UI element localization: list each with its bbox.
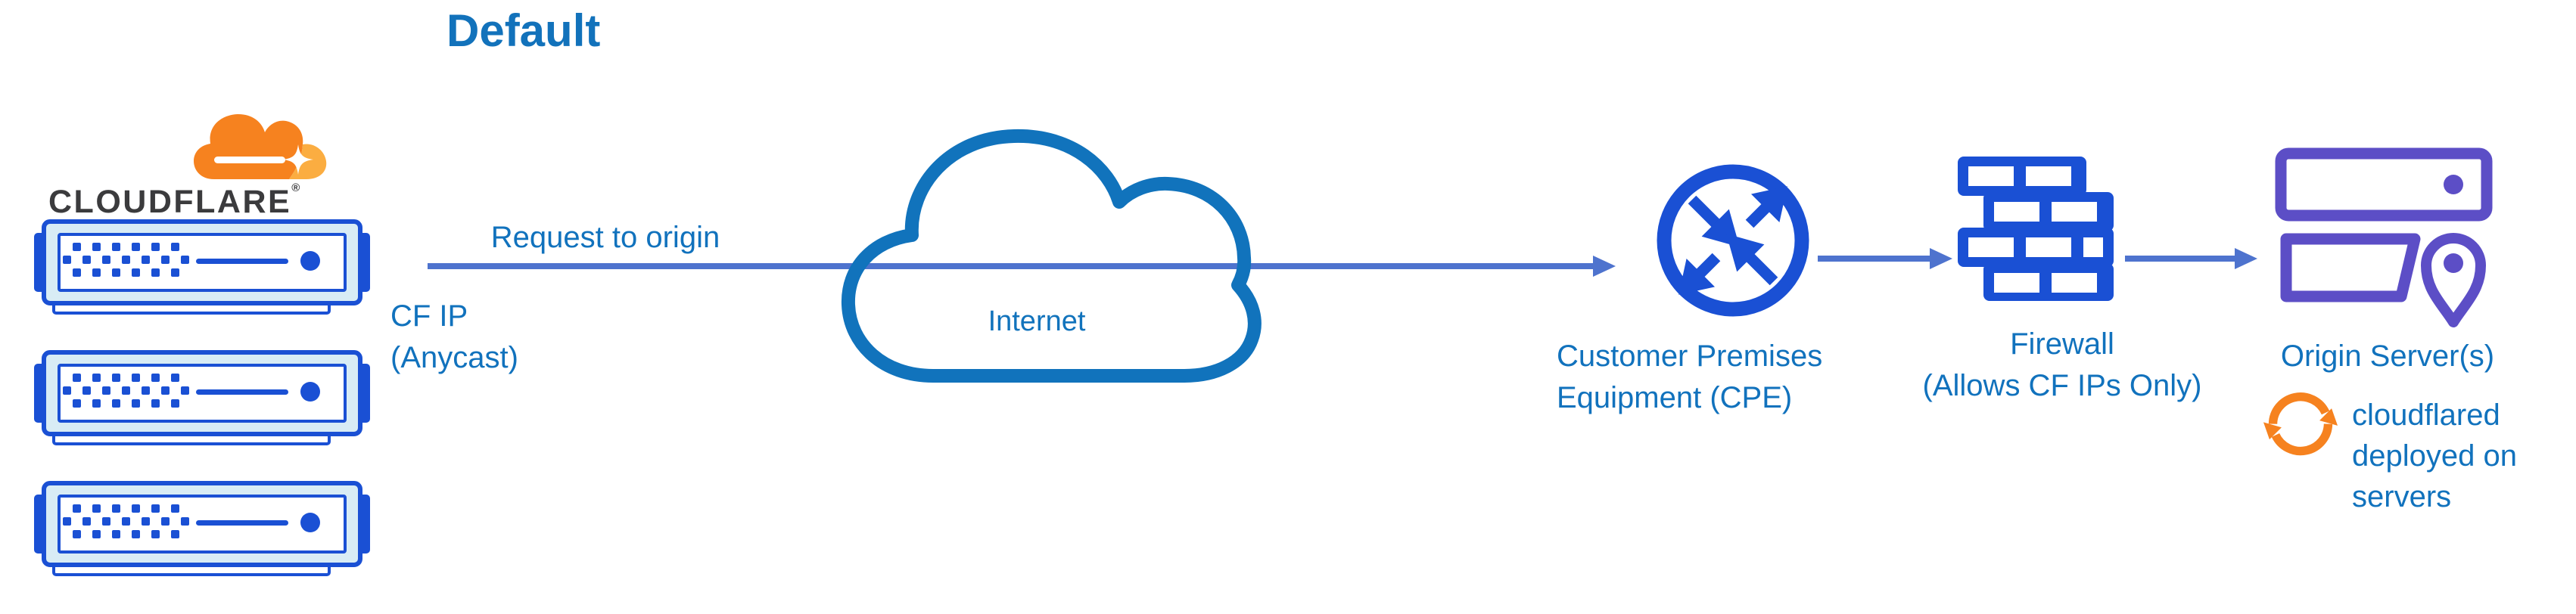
cpe-router-icon [1657, 164, 1809, 317]
cpe-label-line1: Customer Premises [1557, 340, 1823, 373]
page-title: Default [446, 5, 601, 56]
cloudflare-server-icon [33, 219, 371, 316]
cloudflare-wordmark: CLOUDFLARE® [48, 181, 300, 221]
cloudflared-sync-icon [2263, 392, 2338, 456]
cloudflare-logo-cloud-icon [194, 114, 327, 179]
firewall-icon [1958, 157, 2114, 301]
cpe-label-line2: Equipment (CPE) [1557, 381, 1793, 414]
firewall-to-origin-arrowhead-icon [2235, 248, 2257, 269]
firewall-label-line1: Firewall [2010, 327, 2114, 361]
request-arrowhead-icon [1593, 256, 1616, 277]
cloudflared-note: cloudflared deployed on servers [2352, 395, 2517, 517]
request-arrow-line [428, 263, 1593, 269]
cloudflare-server-icon [33, 350, 371, 447]
origin-server-icon [2275, 147, 2493, 327]
cpe-to-firewall-arrowhead-icon [1930, 248, 1952, 269]
cf-ip-anycast-label: CF IP (Anycast) [390, 296, 518, 379]
cpe-to-firewall-arrow-line [1818, 256, 1930, 262]
cloudflare-server-icon [33, 481, 371, 578]
origin-server-label: Origin Server(s) [2280, 340, 2495, 373]
internet-label: Internet [988, 305, 1086, 337]
request-to-origin-label: Request to origin [490, 221, 720, 254]
firewall-label: Firewall (Allows CF IPs Only) [1892, 324, 2232, 407]
cf-ip-line2: (Anycast) [390, 341, 518, 374]
cloudflared-note-line2: deployed on [2352, 439, 2517, 473]
cloudflared-note-line3: servers [2352, 480, 2452, 513]
cloudflared-note-line1: cloudflared [2352, 398, 2500, 432]
cloudflare-wordmark-text: CLOUDFLARE [48, 184, 292, 220]
cf-ip-line1: CF IP [390, 299, 468, 333]
registered-trademark-symbol: ® [291, 181, 300, 194]
firewall-to-origin-arrow-line [2125, 256, 2235, 262]
internet-cloud-icon [841, 129, 1262, 383]
location-pin-icon [2421, 233, 2486, 327]
firewall-label-line2: (Allows CF IPs Only) [1922, 369, 2202, 402]
